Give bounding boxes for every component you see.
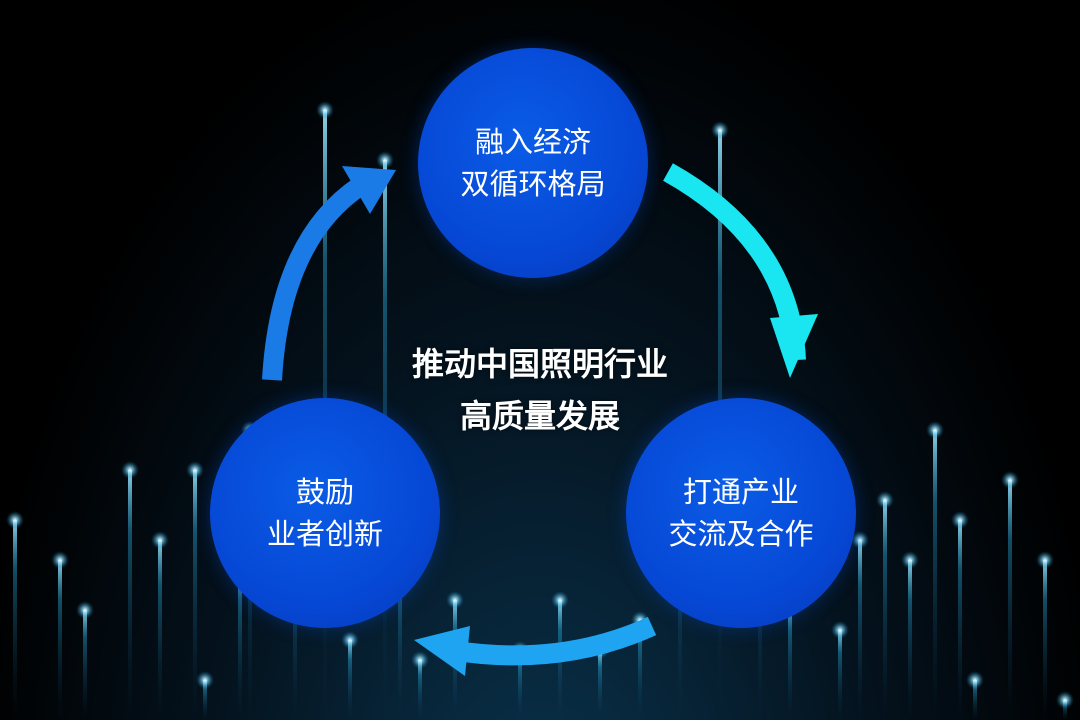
light-glow <box>186 461 204 479</box>
light-streak <box>203 680 207 720</box>
arrow-head-top-to-right <box>770 314 818 378</box>
light-streak <box>788 600 792 720</box>
light-streak <box>348 640 352 720</box>
arrow-left-to-top <box>262 177 366 381</box>
light-streak <box>958 520 962 720</box>
light-streak <box>1063 700 1067 720</box>
light-streak <box>128 470 132 720</box>
light-streak <box>13 520 17 720</box>
light-glow <box>1001 471 1019 489</box>
node-industry-exchange: 打通产业 交流及合作 <box>626 398 856 628</box>
light-glow <box>196 671 214 689</box>
light-streak <box>518 650 522 720</box>
light-streak <box>398 540 402 720</box>
node-economic-dual-circulation: 融入经济 双循环格局 <box>418 48 648 278</box>
light-streak <box>1008 480 1012 720</box>
light-glow <box>6 511 24 529</box>
light-glow <box>316 101 334 119</box>
arrow-right-to-left <box>448 616 657 666</box>
light-glow <box>341 631 359 649</box>
center-title: 推动中国照明行业 高质量发展 <box>340 338 740 442</box>
light-glow <box>376 151 394 169</box>
node-top-line2: 双循环格局 <box>460 167 606 201</box>
node-right-line2: 交流及合作 <box>668 517 814 551</box>
light-streak <box>238 560 242 720</box>
light-glow <box>151 531 169 549</box>
light-streak <box>638 620 642 720</box>
node-right-line1: 打通产业 <box>682 475 799 509</box>
light-glow <box>411 651 429 669</box>
light-streak <box>1043 560 1047 720</box>
light-streak <box>908 560 912 720</box>
center-title-line2: 高质量发展 <box>459 397 620 435</box>
light-glow <box>551 591 569 609</box>
light-streak <box>193 470 197 720</box>
center-title-line1: 推动中国照明行业 <box>411 345 668 383</box>
light-glow <box>901 551 919 569</box>
light-streak <box>58 560 62 720</box>
light-glow <box>51 551 69 569</box>
light-streak <box>883 500 887 720</box>
light-glow <box>711 121 729 139</box>
light-glow <box>446 591 464 609</box>
light-glow <box>1036 551 1054 569</box>
light-streak <box>418 660 422 720</box>
node-left-line2: 业者创新 <box>266 517 383 551</box>
node-left-line1: 鼓励 <box>295 475 354 509</box>
arrow-head-left-to-top <box>342 166 396 214</box>
light-streak <box>933 430 937 720</box>
light-glow <box>851 531 869 549</box>
light-streak <box>858 540 862 720</box>
light-streak <box>838 630 842 720</box>
light-streak <box>598 650 602 720</box>
node-top-line1: 融入经济 <box>474 125 591 159</box>
node-encourage-innovation: 鼓励 业者创新 <box>210 398 440 628</box>
light-streak <box>158 540 162 720</box>
light-glow <box>876 491 894 509</box>
light-glow <box>1056 691 1074 709</box>
light-glow <box>966 671 984 689</box>
light-glow <box>951 511 969 529</box>
light-streak <box>973 680 977 720</box>
arrow-head-right-to-left <box>414 626 470 676</box>
light-glow <box>926 421 944 439</box>
light-glow <box>121 461 139 479</box>
light-streak <box>83 610 87 720</box>
light-glow <box>831 621 849 639</box>
light-glow <box>76 601 94 619</box>
